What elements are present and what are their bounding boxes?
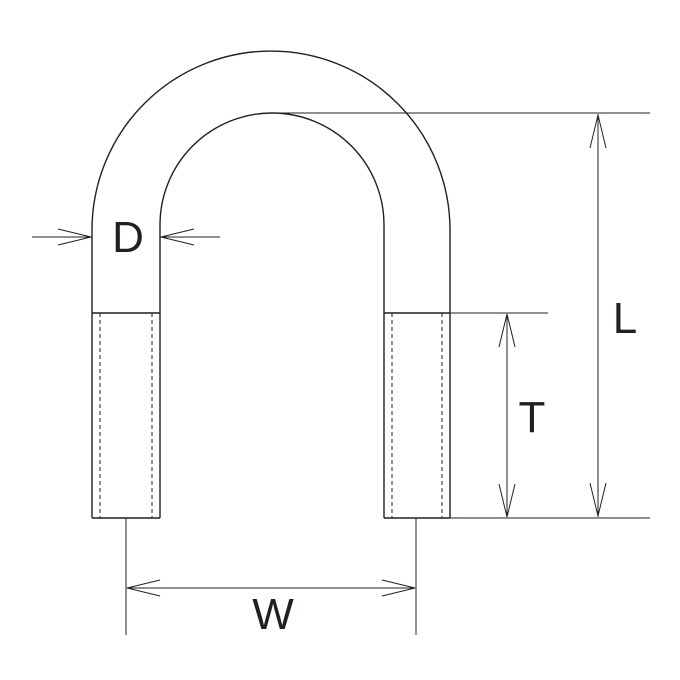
width-label: W bbox=[252, 590, 294, 639]
length-label: L bbox=[613, 294, 637, 343]
u-bolt-inner-contour bbox=[159, 112, 385, 518]
length-dimension bbox=[589, 114, 607, 517]
diameter-label: D bbox=[112, 213, 144, 262]
thread-root-lines bbox=[99, 313, 443, 518]
thread-dimension bbox=[498, 313, 516, 518]
u-bolt-outer-contour bbox=[91, 50, 451, 518]
width-dimension bbox=[126, 579, 416, 597]
extension-lines bbox=[125, 112, 650, 635]
thread-label: T bbox=[519, 393, 546, 442]
u-bolt-body bbox=[91, 50, 451, 519]
diameter-dimension bbox=[32, 228, 220, 246]
